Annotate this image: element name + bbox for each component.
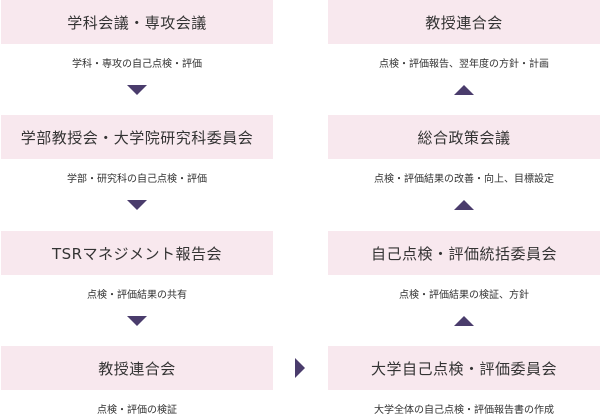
left-step-2-box: 学部教授会・大学院研究科委員会 <box>1 115 273 159</box>
right-step-1-box: 教授連合会 <box>328 0 600 44</box>
left-step-1-description: 学科・専攻の自己点検・評価 <box>72 58 202 70</box>
right-arrow-icon <box>295 358 305 378</box>
right-step-4-box: 大学自己点検・評価委員会 <box>328 346 600 390</box>
right-step-2-title: 総合政策会議 <box>417 128 511 147</box>
down-arrow-icon <box>127 200 147 210</box>
left-step-3-box: TSRマネジメント報告会 <box>1 231 273 275</box>
down-arrow-icon <box>127 316 147 326</box>
right-step-3-title: 自己点検・評価統括委員会 <box>370 244 557 263</box>
left-step-4-title: 教授連合会 <box>98 359 176 378</box>
right-step-4-description: 大学全体の自己点検・評価報告書の作成 <box>374 404 554 416</box>
right-step-3-description: 点検・評価結果の検証、方針 <box>399 289 529 301</box>
left-step-4-description: 点検・評価の検証 <box>97 404 177 416</box>
left-step-1-box: 学科会議・専攻会議 <box>1 0 273 44</box>
left-step-3-title: TSRマネジメント報告会 <box>51 244 223 263</box>
up-arrow-icon <box>454 316 474 326</box>
left-step-1-title: 学科会議・専攻会議 <box>67 13 207 32</box>
right-step-1-title: 教授連合会 <box>425 13 503 32</box>
left-step-2-title: 学部教授会・大学院研究科委員会 <box>20 128 254 147</box>
up-arrow-icon <box>454 200 474 210</box>
right-step-2-description: 点検・評価結果の改善・向上、目標設定 <box>374 173 554 185</box>
right-step-2-box: 総合政策会議 <box>328 115 600 159</box>
right-step-3-box: 自己点検・評価統括委員会 <box>328 231 600 275</box>
left-step-2-description: 学部・研究科の自己点検・評価 <box>67 173 207 185</box>
left-step-4-box: 教授連合会 <box>1 346 273 390</box>
down-arrow-icon <box>127 85 147 95</box>
left-step-3-description: 点検・評価結果の共有 <box>87 289 187 301</box>
up-arrow-icon <box>454 85 474 95</box>
right-step-4-title: 大学自己点検・評価委員会 <box>370 359 557 378</box>
right-step-1-description: 点検・評価報告、翌年度の方針・計画 <box>379 58 549 70</box>
